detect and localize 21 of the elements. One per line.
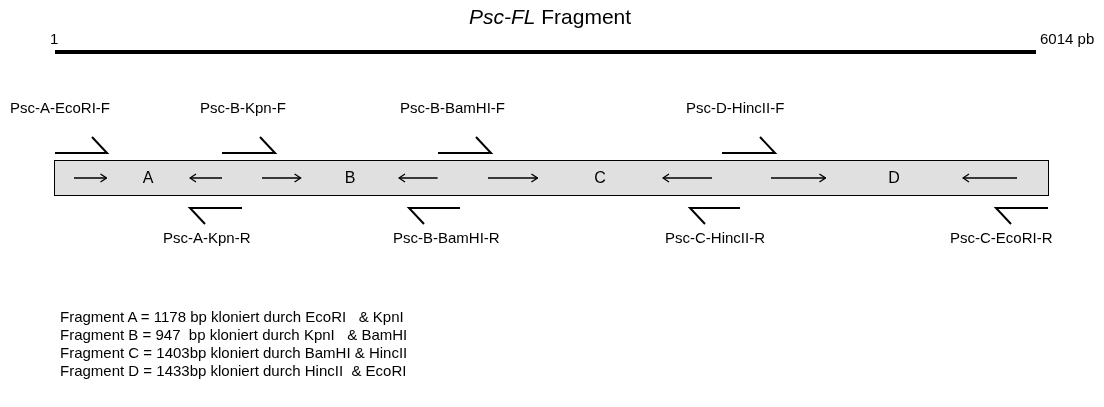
fragment-note: Fragment C = 1403bp kloniert durch BamHI & HincII (60, 344, 408, 362)
fragment-note: Fragment B = 947 bp kloniert durch KpnI & BamHI (60, 326, 408, 344)
primer-label: Psc-B-BamHI-F (400, 99, 505, 117)
fragment-segment (740, 160, 1049, 196)
primer-label: Psc-A-EcoRI-F (10, 99, 110, 117)
primer-label: Psc-D-HincII-F (686, 99, 785, 117)
primer-label: Psc-C-HincII-R (665, 229, 765, 247)
primer-label: Psc-B-BamHI-R (393, 229, 500, 247)
primer-label: Psc-C-EcoRI-R (950, 229, 1053, 247)
primer-label: Psc-A-Kpn-R (163, 229, 251, 247)
title: Psc-FL Fragment (467, 4, 633, 30)
primer-label: Psc-B-Kpn-F (200, 99, 286, 117)
scale-end-label: 6014 pb (1040, 30, 1095, 48)
segment-label: B (344, 168, 356, 188)
segment-label: C (594, 168, 606, 188)
scale-start-label: 1 (50, 30, 59, 48)
fragment-note: Fragment D = 1433bp kloniert durch HincII & EcoRI (60, 362, 407, 380)
fragment-segment (54, 160, 241, 196)
segment-label: D (888, 168, 900, 188)
segment-label: A (142, 168, 154, 188)
fragment-note: Fragment A = 1178 bp kloniert durch EcoRI & KpnI (60, 308, 404, 326)
